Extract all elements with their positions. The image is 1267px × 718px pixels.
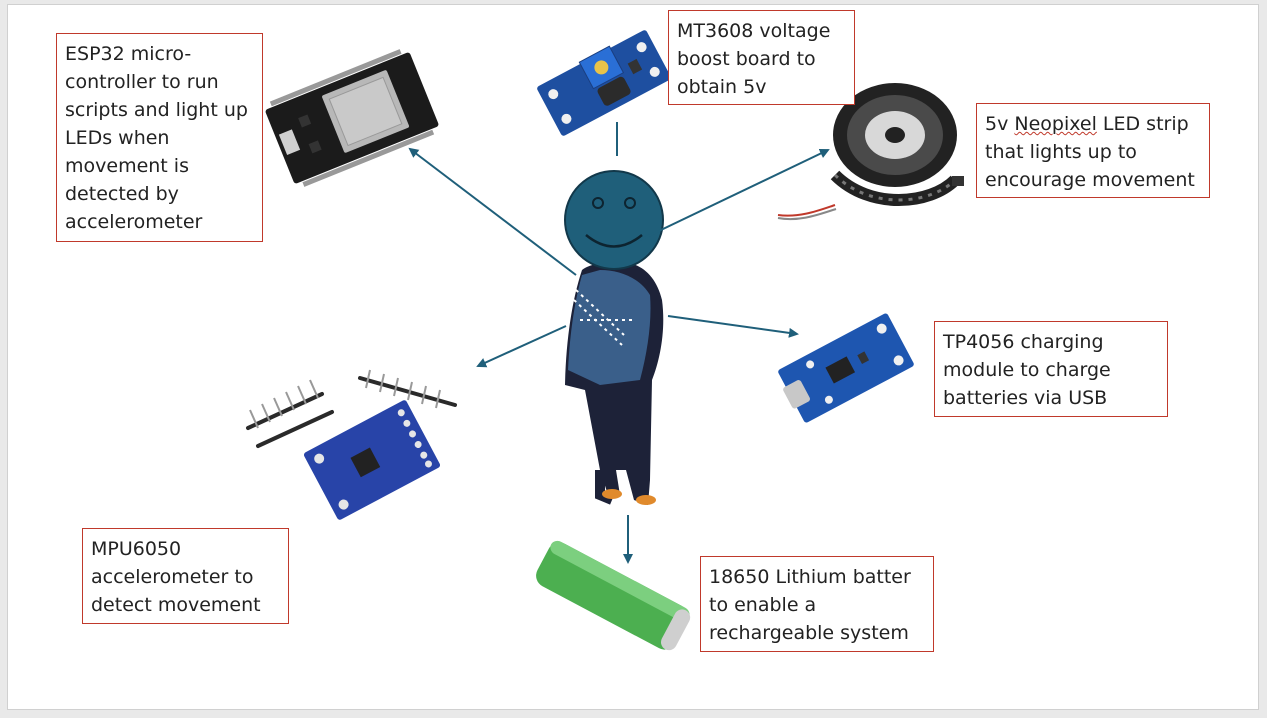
boost-board-image	[537, 30, 671, 136]
neopixel-label-prefix: 5v	[985, 113, 1015, 135]
esp32-label: ESP32 micro- controller to run scripts a…	[56, 33, 263, 242]
accelerometer-image	[246, 369, 457, 520]
connector-arrows	[408, 122, 830, 564]
mpu6050-label: MPU6050 accelerometer to detect movement	[82, 528, 289, 624]
mt3608-label: MT3608 voltage boost board to obtain 5v	[668, 10, 855, 105]
battery-label: 18650 Lithium batter to enable a recharg…	[700, 556, 934, 652]
battery-image	[536, 540, 691, 651]
arrow-to-esp32	[408, 147, 577, 276]
charging-module-image	[778, 313, 914, 423]
person-figure	[565, 262, 664, 505]
arrow-to-led-strip	[639, 148, 830, 241]
neopixel-label-word: Neopixel	[1014, 113, 1097, 135]
tp4056-label: TP4056 charging module to charge batteri…	[934, 321, 1168, 417]
arrow-to-charging-module	[667, 315, 799, 338]
neopixel-label: 5v Neopixel LED strip that lights up to …	[976, 103, 1210, 198]
neopixel-label-suffix: LED strip that lights up to encourage mo…	[985, 113, 1195, 191]
led-strip-image	[777, 83, 964, 220]
esp32-board-image	[265, 49, 439, 187]
arrow-to-accelerometer	[476, 325, 567, 368]
smiley-face	[564, 170, 664, 270]
